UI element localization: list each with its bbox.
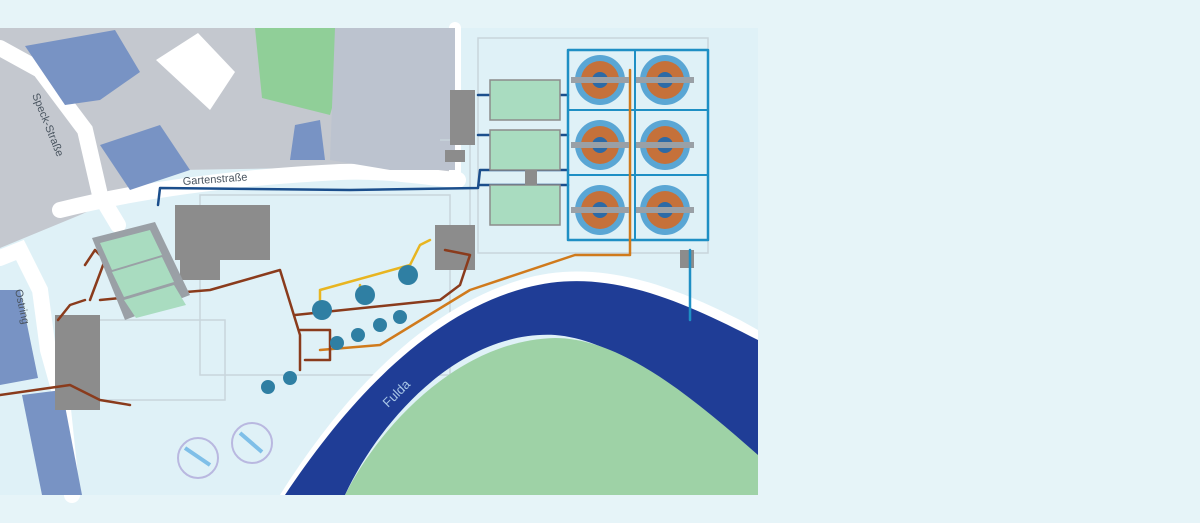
top-basins (489, 79, 561, 226)
label-gartenstrasse: Gartenstraße (182, 172, 247, 188)
plant-buildings (55, 90, 694, 410)
green-park (255, 28, 355, 115)
green-island (345, 338, 758, 495)
digester-tanks (261, 265, 418, 394)
clarifiers (571, 55, 694, 235)
left-basins (92, 222, 190, 320)
blue-buildings (0, 30, 325, 495)
fulda-river (285, 281, 758, 495)
gray-block (330, 28, 455, 170)
faded-basins (177, 422, 273, 479)
white-plaza (156, 33, 235, 110)
